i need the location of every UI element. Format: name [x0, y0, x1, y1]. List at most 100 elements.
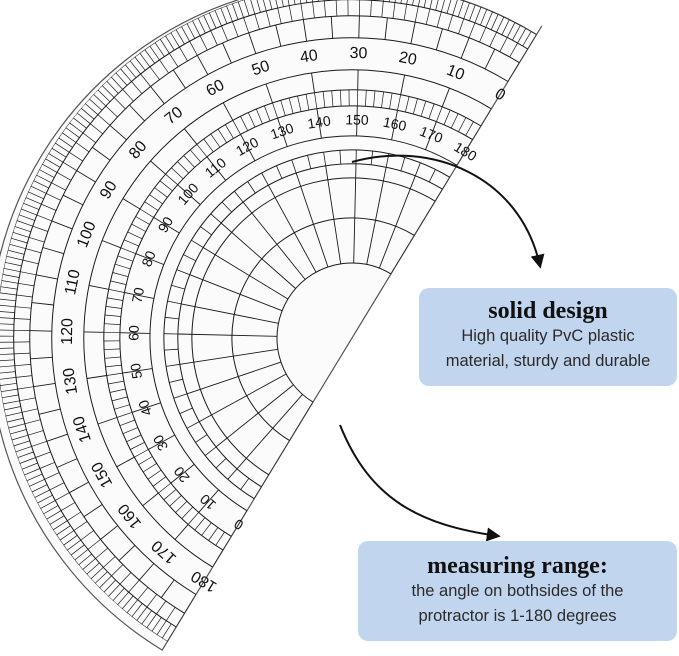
tick-mark	[153, 217, 180, 234]
tick-mark	[276, 165, 283, 179]
tick-mark	[51, 182, 66, 191]
tick-mark	[165, 173, 178, 185]
scale-label: 150	[345, 111, 369, 128]
tick-mark	[400, 0, 404, 4]
tick-mark	[183, 128, 198, 145]
tick-mark	[204, 446, 217, 456]
tick-mark	[183, 155, 195, 168]
tick-mark	[484, 48, 496, 70]
tick-mark	[0, 359, 15, 362]
tick-mark	[101, 240, 121, 249]
tick-mark	[436, 106, 443, 122]
tick-mark	[217, 128, 227, 143]
tick-mark	[265, 83, 273, 104]
tick-mark	[232, 21, 239, 37]
tick-mark	[443, 109, 451, 125]
scale-label: 30	[349, 45, 367, 62]
tick-mark	[112, 272, 129, 278]
tick-mark	[46, 510, 62, 520]
tick-mark	[485, 11, 493, 28]
tick-mark	[35, 274, 58, 280]
scale-label: 10	[444, 62, 467, 84]
tick-mark	[41, 203, 57, 211]
tick-mark	[12, 231, 30, 238]
scale-label: 140	[306, 112, 332, 131]
tick-mark	[24, 468, 41, 476]
tick-mark	[48, 153, 64, 163]
tick-mark	[56, 525, 71, 536]
tick-mark	[150, 86, 165, 104]
tick-mark	[19, 457, 36, 464]
tick-mark	[42, 247, 65, 255]
tick-mark	[428, 103, 435, 120]
tick-mark	[95, 547, 108, 559]
tick-mark	[62, 194, 84, 206]
tick-mark	[200, 226, 212, 236]
tick-mark	[400, 157, 406, 172]
tick-mark	[167, 626, 177, 642]
tick-mark	[37, 494, 53, 504]
tick-mark	[215, 458, 227, 469]
tick-mark	[458, 117, 467, 132]
tick-mark	[196, 144, 208, 158]
tick-mark	[406, 0, 410, 5]
tick-mark	[179, 46, 188, 62]
tick-mark	[90, 123, 103, 135]
tick-mark	[1, 394, 19, 399]
tick-mark	[0, 377, 17, 380]
callout-title: measuring range:	[427, 553, 608, 579]
tick-mark	[183, 254, 197, 262]
tick-mark	[39, 169, 55, 178]
tick-mark	[224, 124, 234, 139]
tick-mark	[261, 0, 267, 11]
tick-mark	[25, 197, 42, 205]
tick-mark	[159, 38, 170, 54]
tick-mark	[49, 482, 65, 491]
radial-line	[220, 222, 296, 289]
tick-mark	[165, 363, 180, 367]
tick-mark	[131, 81, 143, 94]
tick-mark	[221, 201, 232, 213]
tick-mark	[149, 194, 163, 205]
tick-mark	[177, 161, 189, 174]
tick-mark	[410, 21, 416, 44]
tick-mark	[109, 124, 127, 141]
tick-mark	[331, 90, 334, 107]
tick-mark	[122, 368, 153, 374]
tick-mark	[305, 94, 310, 110]
tick-mark	[5, 411, 23, 417]
tick-mark	[114, 404, 130, 410]
tick-mark	[356, 105, 358, 136]
tick-mark	[164, 348, 179, 351]
tick-mark	[30, 356, 53, 360]
tick-mark	[122, 427, 138, 435]
tick-mark	[240, 134, 256, 161]
tick-mark	[103, 556, 116, 568]
tick-mark	[0, 286, 18, 290]
tick-mark	[31, 302, 54, 306]
tick-mark	[31, 484, 48, 493]
tick-mark	[148, 434, 175, 450]
tick-mark	[456, 139, 473, 166]
tick-mark	[0, 365, 15, 368]
radial-line	[215, 384, 294, 448]
callout-text-line: material, sturdy and durable	[445, 352, 651, 370]
tick-mark	[428, 169, 436, 183]
tick-mark	[221, 25, 229, 41]
tick-mark	[179, 407, 193, 414]
tick-mark	[38, 408, 61, 415]
tick-mark	[135, 253, 164, 265]
tick-mark	[173, 393, 188, 399]
tick-mark	[253, 486, 262, 499]
tick-mark	[203, 15, 212, 31]
tick-mark	[164, 316, 179, 320]
scale-label: 160	[382, 114, 408, 134]
tick-mark	[139, 208, 154, 218]
tick-mark	[82, 132, 96, 143]
tick-mark	[280, 100, 286, 116]
tick-mark	[44, 472, 60, 480]
tick-mark	[480, 9, 488, 26]
tick-mark	[297, 0, 302, 4]
tick-mark	[160, 579, 175, 598]
tick-mark	[105, 306, 122, 309]
